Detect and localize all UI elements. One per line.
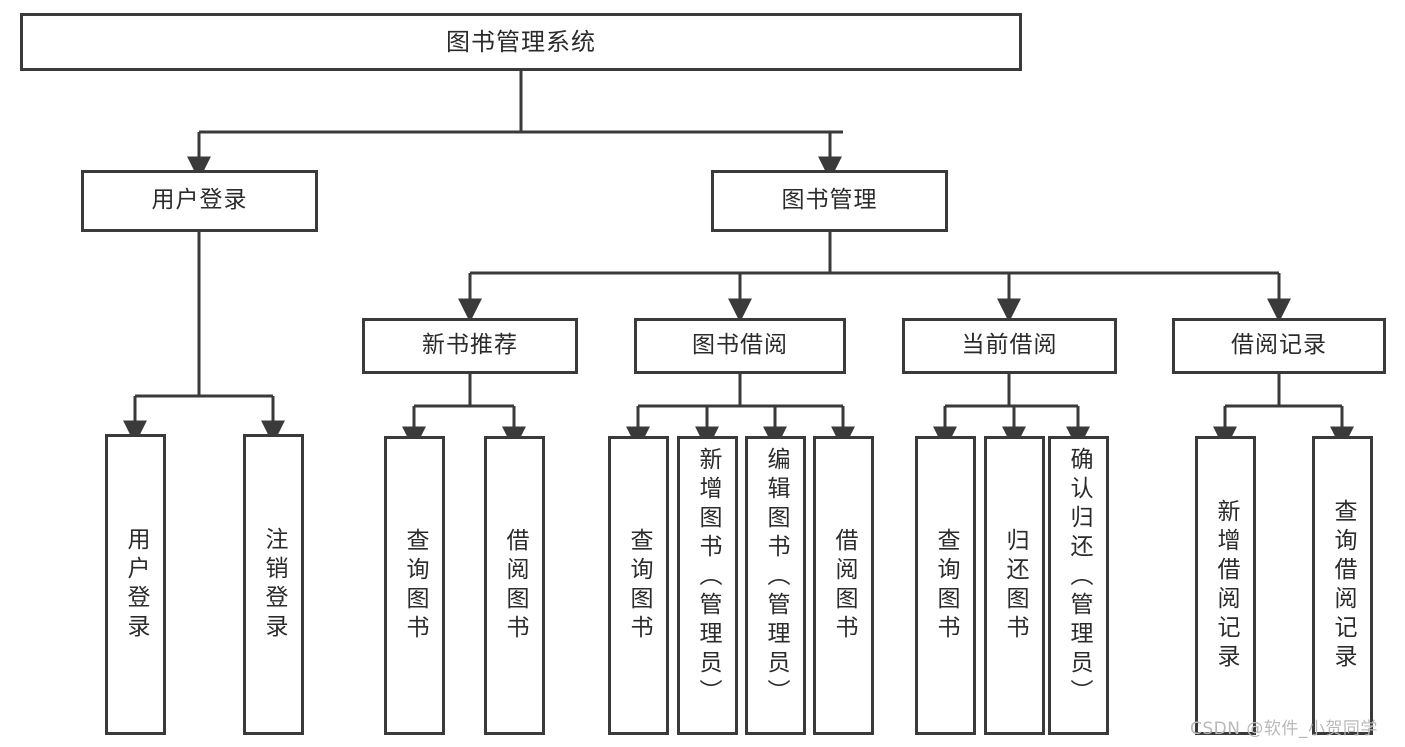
node-label: 新书推荐 (422, 332, 518, 359)
node-label: 当前借阅 (961, 332, 1058, 359)
node-book-borrow[interactable]: 图书借阅 (634, 318, 846, 374)
leaf-user-logout[interactable]: 注销登录 (243, 434, 304, 735)
node-current-borrow[interactable]: 当前借阅 (902, 318, 1117, 374)
leaf-query-book-recommend[interactable]: 查询图书 (384, 436, 445, 735)
node-label: 查询图书 (626, 527, 652, 644)
leaf-confirm-return-admin[interactable]: 确认归还（管理员） (1048, 436, 1109, 735)
leaf-user-login[interactable]: 用户登录 (105, 434, 166, 735)
csdn-watermark: CSDN @软件_小贺同学 (1190, 719, 1378, 739)
node-label: 查询图书 (402, 527, 428, 644)
node-root-system[interactable]: 图书管理系统 (20, 13, 1022, 71)
leaf-edit-book-admin[interactable]: 编辑图书（管理员） (745, 436, 806, 735)
node-label: 用户登录 (123, 526, 149, 643)
leaf-query-borrow-record[interactable]: 查询借阅记录 (1312, 436, 1373, 735)
node-new-book-recommend[interactable]: 新书推荐 (362, 318, 578, 374)
node-label: 借阅图书 (831, 527, 857, 644)
leaf-add-borrow-record[interactable]: 新增借阅记录 (1195, 436, 1256, 735)
node-label: 图书借阅 (692, 332, 788, 359)
node-book-management[interactable]: 图书管理 (711, 170, 948, 232)
node-label: 编辑图书（管理员） (763, 447, 789, 708)
leaf-borrow-book-recommend[interactable]: 借阅图书 (484, 436, 545, 735)
node-label: 图书管理 (781, 187, 878, 214)
node-label: 归还图书 (1002, 527, 1028, 644)
node-label: 注销登录 (261, 526, 287, 643)
leaf-add-book-admin[interactable]: 新增图书（管理员） (677, 436, 738, 735)
leaf-query-book-current[interactable]: 查询图书 (915, 436, 976, 735)
leaf-return-book[interactable]: 归还图书 (984, 436, 1045, 735)
node-borrow-record[interactable]: 借阅记录 (1172, 318, 1386, 374)
node-label: 用户登录 (151, 187, 248, 214)
node-label: 查询借阅记录 (1330, 498, 1356, 673)
node-label: 图书管理系统 (446, 27, 596, 56)
node-label: 新增图书（管理员） (695, 447, 721, 708)
node-label: 借阅记录 (1231, 332, 1327, 359)
node-label: 借阅图书 (502, 527, 528, 644)
node-label: 查询图书 (933, 527, 959, 644)
node-user-login[interactable]: 用户登录 (81, 170, 318, 232)
node-label: 确认归还（管理员） (1066, 447, 1092, 708)
node-label: 新增借阅记录 (1213, 498, 1239, 673)
leaf-query-book-borrow[interactable]: 查询图书 (608, 436, 669, 735)
leaf-borrow-book[interactable]: 借阅图书 (813, 436, 874, 735)
